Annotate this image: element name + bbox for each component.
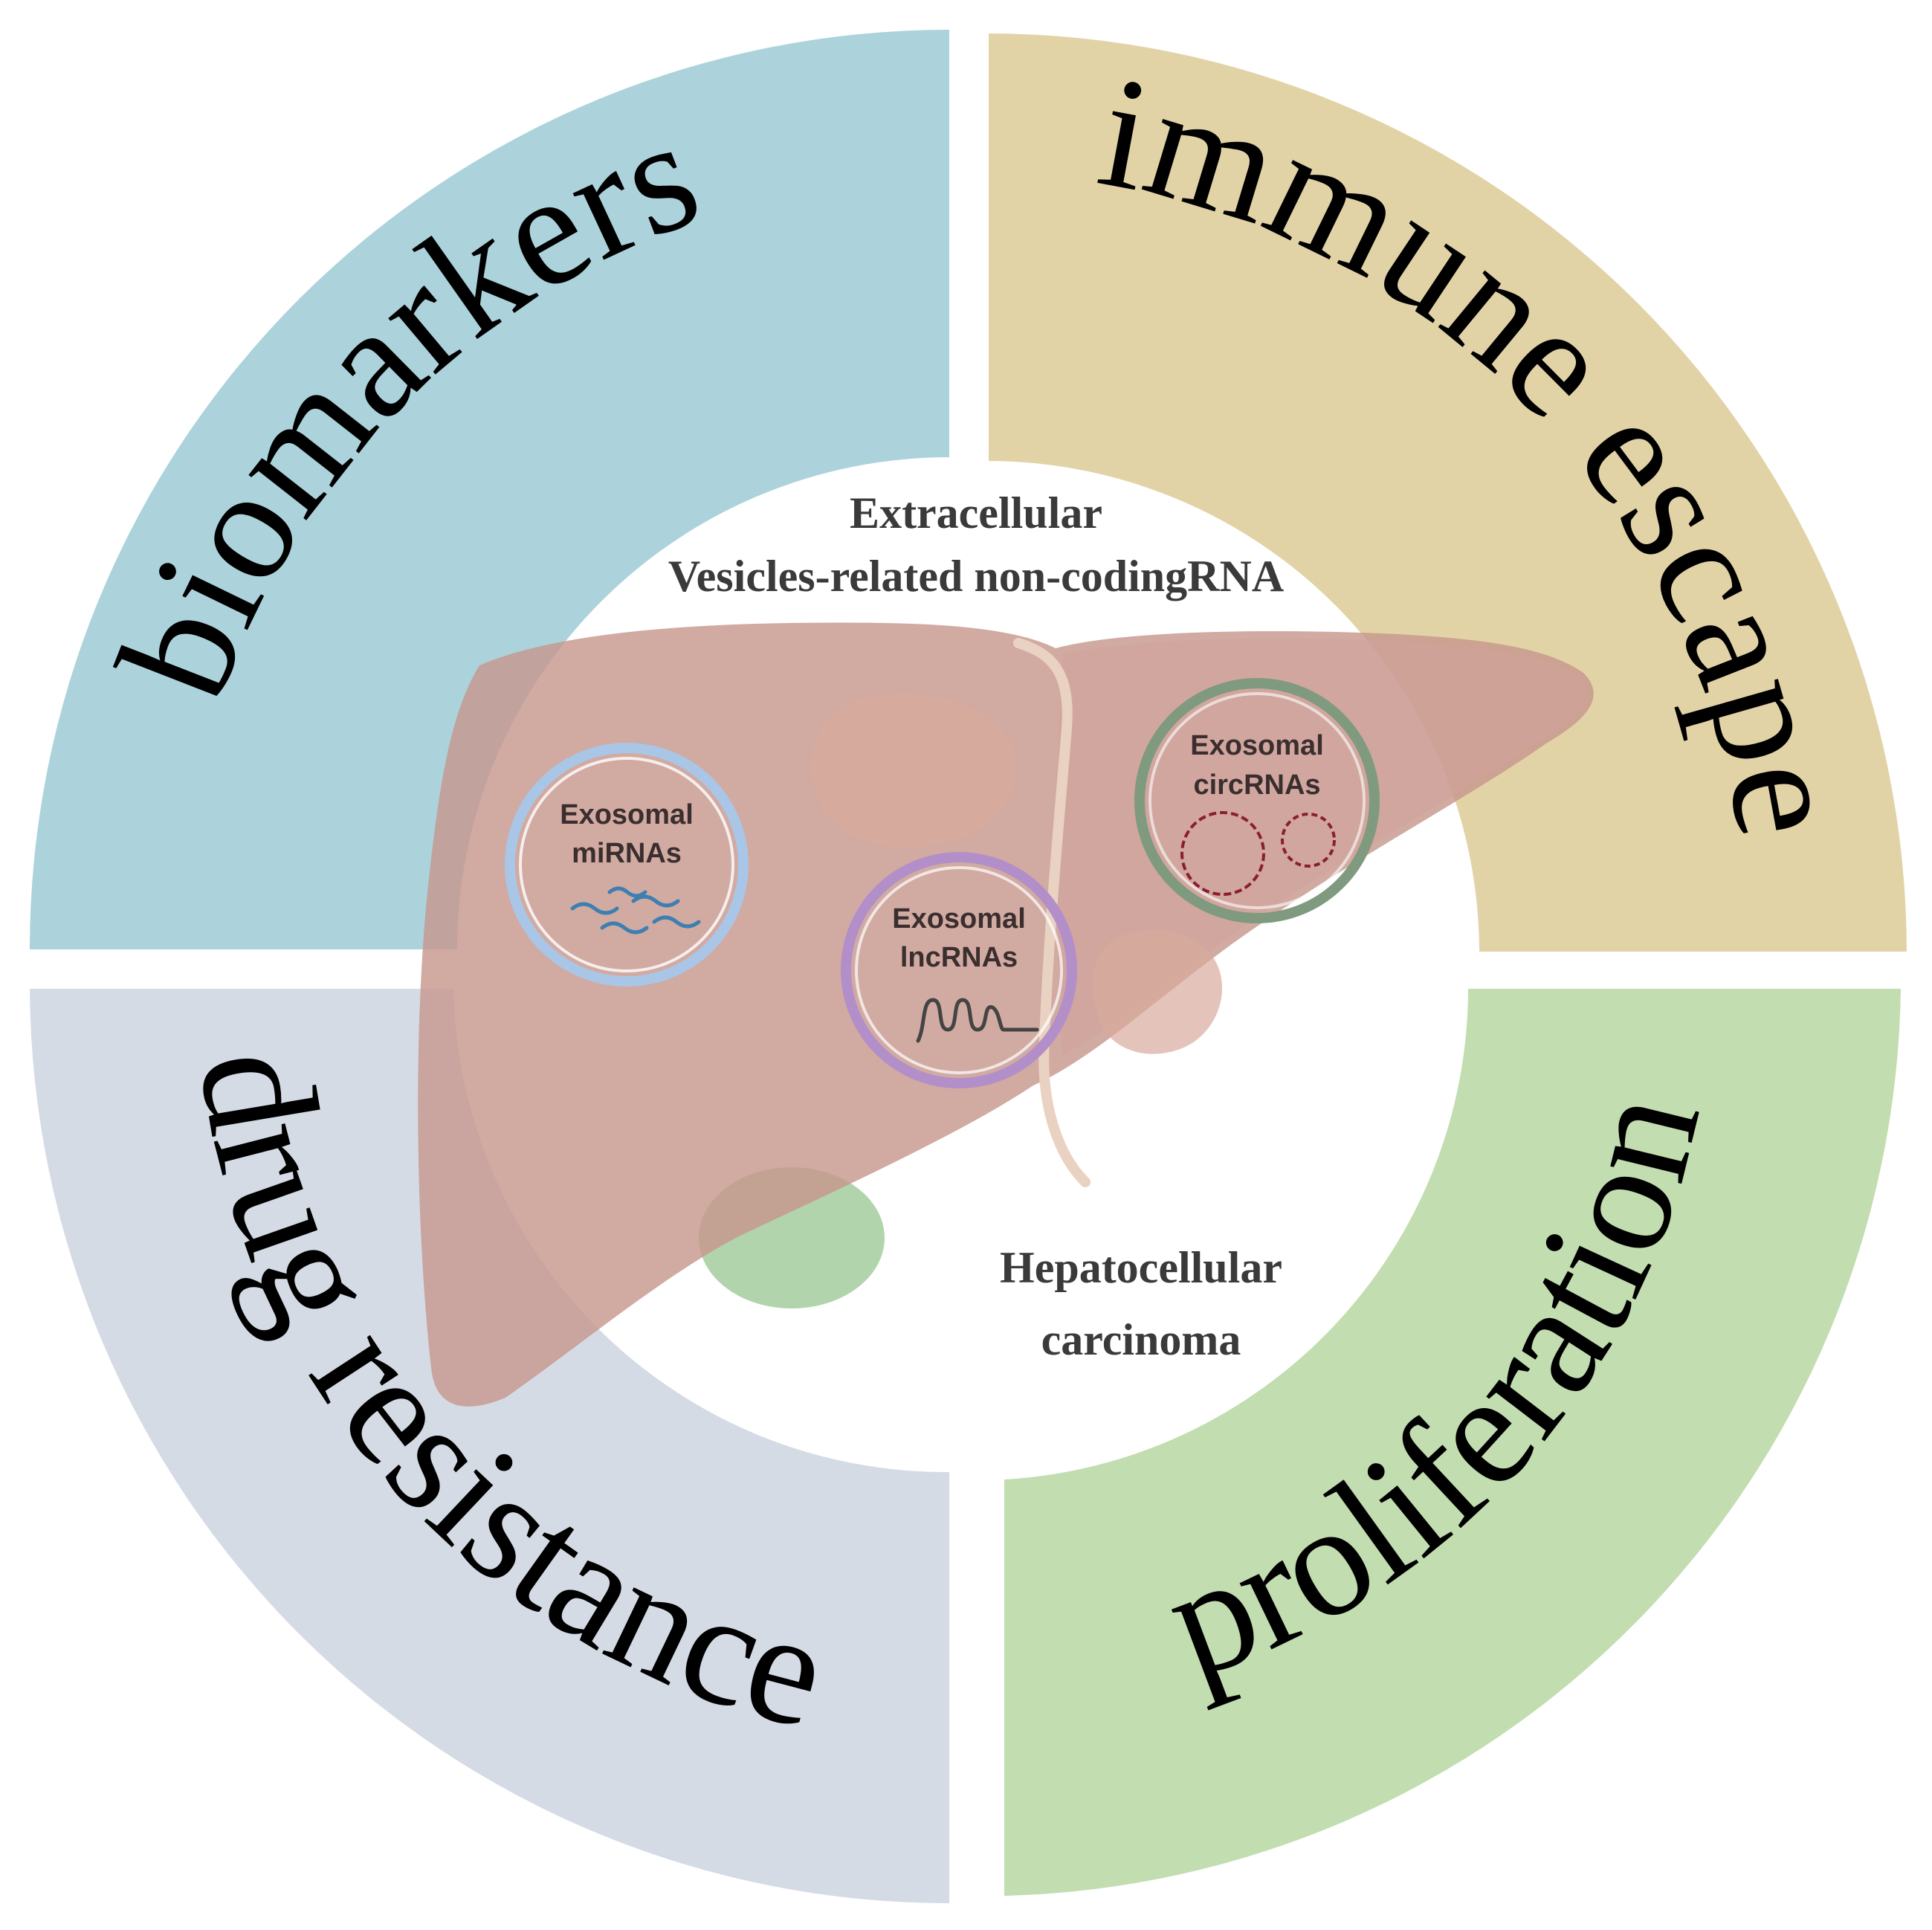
circrnas-ring	[1134, 678, 1380, 923]
mirna-strands-icon	[570, 886, 701, 935]
quadrant-proliferation	[1004, 989, 1901, 1896]
lncrnas-label-line2: lncRNAs	[900, 942, 1018, 973]
quadrant-biomarkers	[30, 30, 949, 949]
circrnas-label-line2: circRNAs	[1193, 769, 1320, 801]
circrnas-label-line1: Exosomal	[1190, 730, 1324, 761]
mirnas-ring	[505, 743, 749, 987]
quadrant-drug-resistance	[30, 989, 949, 1903]
falciform-ligament-icon	[1013, 638, 1091, 1187]
mirnas-label-line1: Exosomal	[560, 799, 694, 830]
ev-caption-line1: Extracellular	[850, 488, 1102, 538]
mirnas-label-line2: miRNAs	[572, 838, 682, 869]
circrna-loop-icon	[1180, 811, 1265, 896]
exosomal-mirnas-vesicle: Exosomal miRNAs	[505, 743, 749, 987]
lncrnas-ring	[841, 852, 1077, 1088]
liver-illustration	[418, 622, 1594, 1407]
tumor-icon	[1093, 929, 1223, 1054]
hcc-caption-line1: Hepatocellular	[1000, 1243, 1282, 1292]
exosomal-circrnas-vesicle: Exosomal circRNAs	[1134, 678, 1380, 923]
lncrnas-label-line1: Exosomal	[892, 903, 1026, 935]
hcc-caption-line2: carcinoma	[1041, 1315, 1241, 1364]
circrna-loop-icon	[1281, 813, 1336, 868]
tumor-icon	[811, 693, 1017, 848]
ev-caption-line2: Vesicles-related non-codingRNA	[668, 552, 1284, 601]
quadrant-immune-escape	[989, 33, 1907, 952]
lncrna-strand-icon	[916, 998, 1039, 1043]
exosomal-lncrnas-vesicle: Exosomal lncRNAs	[841, 852, 1077, 1088]
